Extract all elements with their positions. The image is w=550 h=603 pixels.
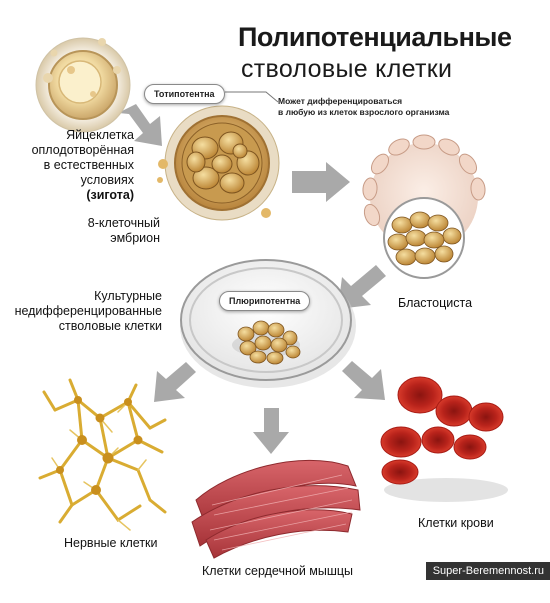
zygote-label-line1: Яйцеклетка bbox=[66, 128, 134, 142]
arrow-to-nerve-cells bbox=[154, 362, 196, 402]
blood-cells-illustration bbox=[380, 376, 508, 502]
process-arrows bbox=[118, 104, 386, 454]
zygote-label-line2: оплодотворённая bbox=[31, 143, 134, 157]
blastocyst-illustration bbox=[362, 134, 486, 279]
totipotent-note-line1: Может дифференцироваться bbox=[278, 96, 403, 106]
totipotent-connector bbox=[225, 91, 279, 103]
culture-label-line1: Культурные bbox=[94, 289, 162, 303]
zygote-illustration bbox=[35, 37, 131, 133]
embryo-label-line2: эмбрион bbox=[110, 231, 160, 245]
arrow-to-blood-cells bbox=[342, 361, 385, 400]
zygote-label-line3: в естественных bbox=[43, 158, 134, 172]
nerve-cells-illustration bbox=[38, 378, 167, 531]
zygote-label: Яйцеклетка оплодотворённая в естественны… bbox=[18, 128, 134, 203]
heart-muscle-illustration bbox=[191, 459, 361, 559]
totipotent-badge: Тотипотентна bbox=[144, 84, 225, 104]
totipotent-note-line2: в любую из клеток взрослого организма bbox=[278, 107, 450, 117]
arrow-to-heart-muscle bbox=[253, 408, 289, 454]
zygote-label-line4: условиях bbox=[80, 173, 134, 187]
pluripotent-badge: Плюрипотентна bbox=[219, 291, 311, 311]
diagram-subtitle: стволовые клетки bbox=[241, 55, 453, 83]
culture-label: Культурные недифференцированные стволовы… bbox=[10, 289, 162, 334]
embryo-illustration bbox=[157, 105, 280, 221]
embryo-label: 8-клеточный эмбрион bbox=[60, 216, 160, 246]
heart-muscle-label: Клетки сердечной мышцы bbox=[202, 564, 354, 578]
arrow-zygote-to-embryo bbox=[118, 104, 162, 146]
culture-label-line2: недифференцированные bbox=[14, 304, 162, 318]
totipotent-note: Может дифференцироваться в любую из клет… bbox=[278, 96, 449, 118]
blood-cells-label: Клетки крови bbox=[418, 516, 494, 530]
zygote-label-line5: (зигота) bbox=[86, 188, 134, 202]
arrow-embryo-to-blastocyst bbox=[292, 162, 350, 202]
arrow-blastocyst-to-dish bbox=[338, 265, 386, 309]
blastocyst-label: Бластоциста bbox=[398, 296, 473, 310]
diagram-title: Полипотенциальные bbox=[238, 22, 512, 52]
site-watermark: Super-Beremennost.ru bbox=[425, 562, 550, 580]
embryo-label-line1: 8-клеточный bbox=[87, 216, 160, 230]
nerve-cells-label: Нервные клетки bbox=[64, 536, 158, 550]
culture-label-line3: стволовые клетки bbox=[58, 319, 162, 333]
petri-dish-illustration bbox=[180, 259, 356, 388]
